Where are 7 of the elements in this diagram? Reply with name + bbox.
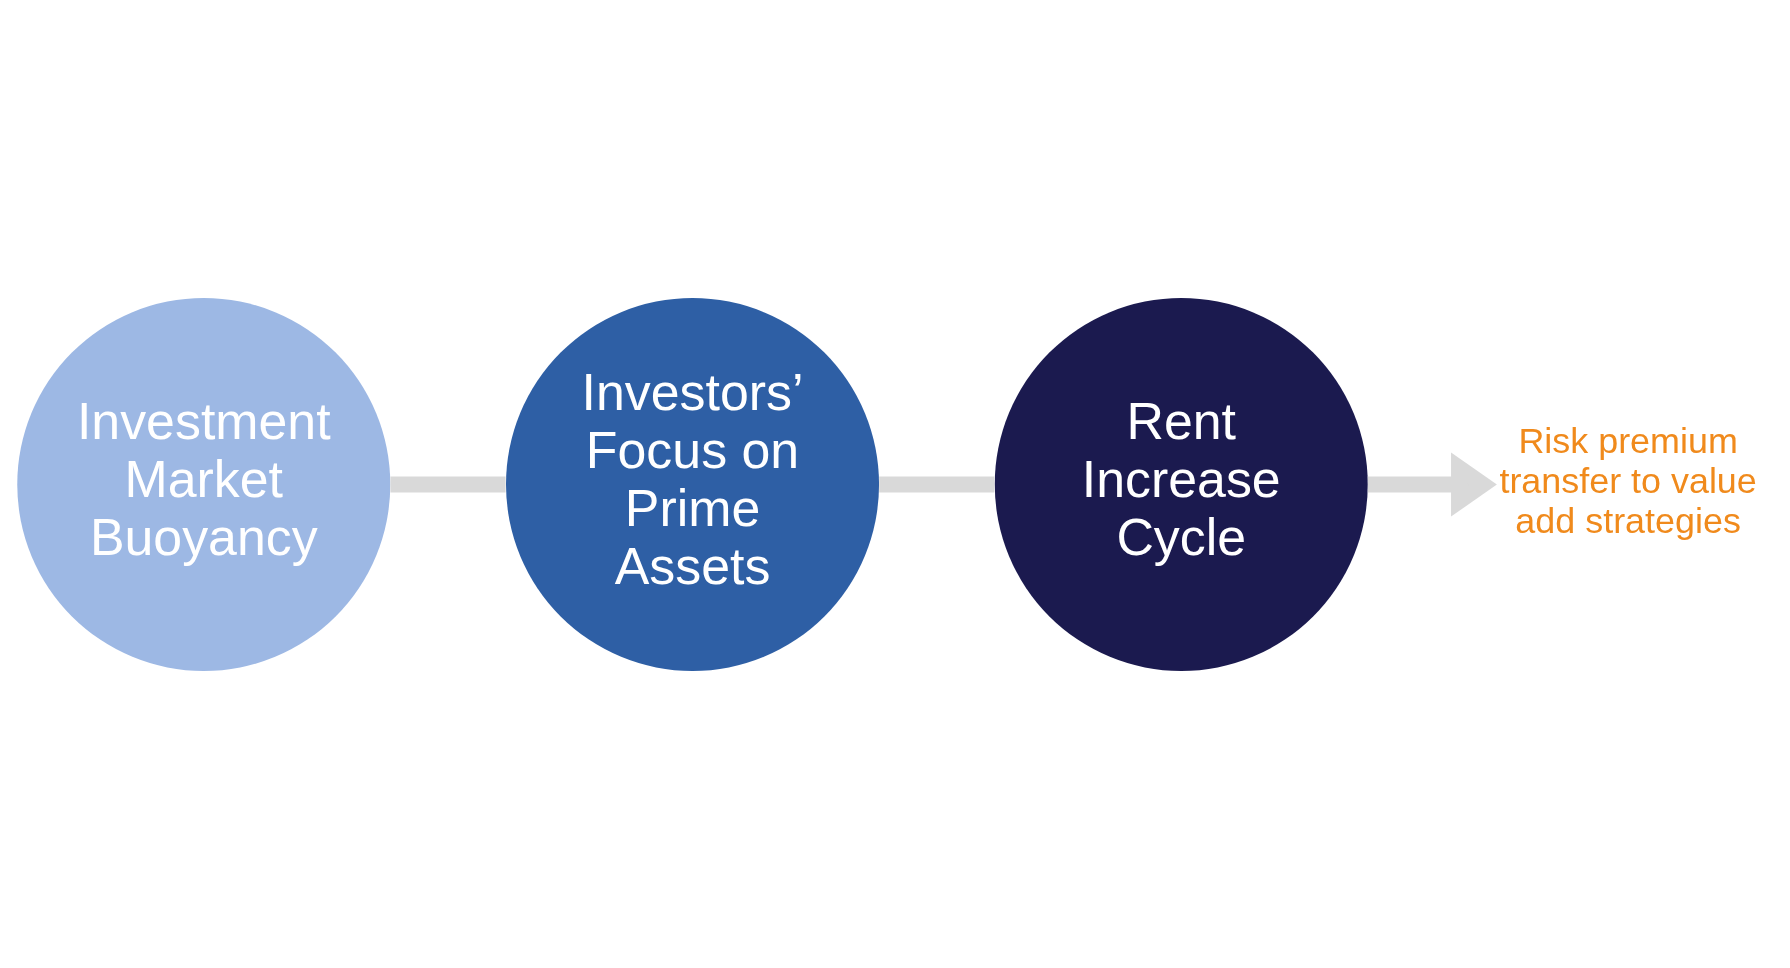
node-circle: Investors’ Focus on Prime Assets — [506, 297, 880, 671]
connector — [879, 476, 995, 492]
node-circle: Rent Increase Cycle — [994, 297, 1368, 671]
node-text: Risk premium transfer to value add strategies — [1499, 420, 1757, 541]
node-circle: Investment Market Buoyancy — [17, 297, 391, 671]
arrow — [1367, 451, 1497, 517]
connector — [390, 476, 506, 492]
